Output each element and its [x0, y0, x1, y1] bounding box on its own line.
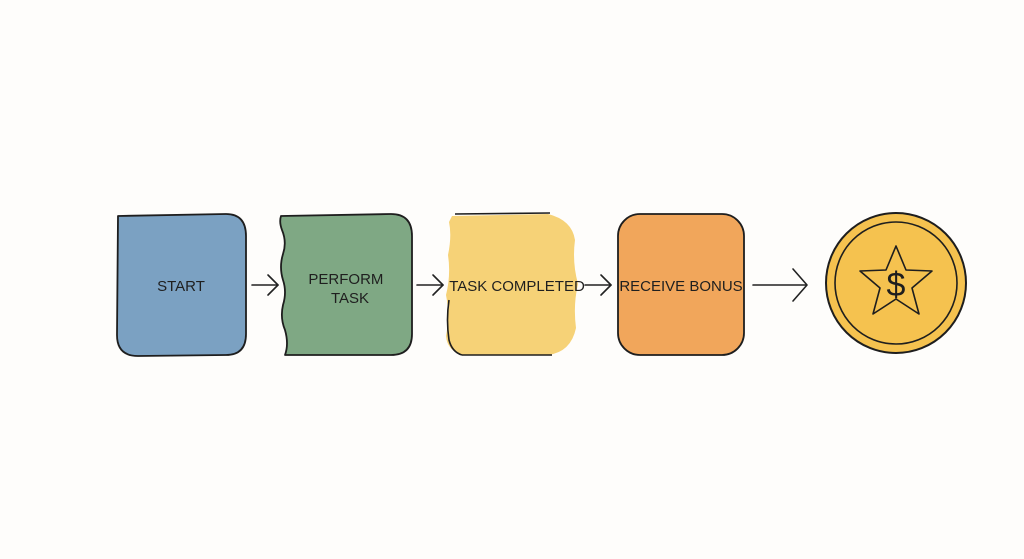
step-task-completed-fill [446, 214, 578, 355]
step-receive-bonus: RECEIVE BONUS [617, 213, 745, 356]
step-start-label: START [157, 278, 205, 295]
step-perform-task: PERFORM TASK [279, 213, 413, 356]
step-perform-task-label: PERFORM TASK [308, 271, 387, 307]
step-receive-bonus-box [617, 213, 745, 356]
step-start-box [116, 213, 247, 357]
step-task-completed-label: TASK COMPLETED [449, 278, 585, 295]
step-task-completed-outline-left [446, 299, 463, 356]
coin-outer [825, 212, 967, 354]
arrow-4 [752, 268, 808, 302]
step-task-completed-outline-top [454, 212, 551, 215]
coin-star-icon [859, 245, 933, 315]
step-task-completed: TASK COMPLETED [446, 212, 585, 356]
step-start: START [116, 213, 247, 357]
star-dollar-coin-icon: $ [825, 212, 967, 354]
arrow-2 [416, 274, 444, 296]
coin-inner-ring [834, 221, 958, 345]
step-receive-bonus-label: RECEIVE BONUS [619, 278, 742, 295]
arrow-3 [584, 274, 612, 296]
step-perform-task-box [279, 213, 413, 356]
arrow-1 [251, 274, 279, 296]
coin-dollar-sign: $ [887, 266, 906, 304]
